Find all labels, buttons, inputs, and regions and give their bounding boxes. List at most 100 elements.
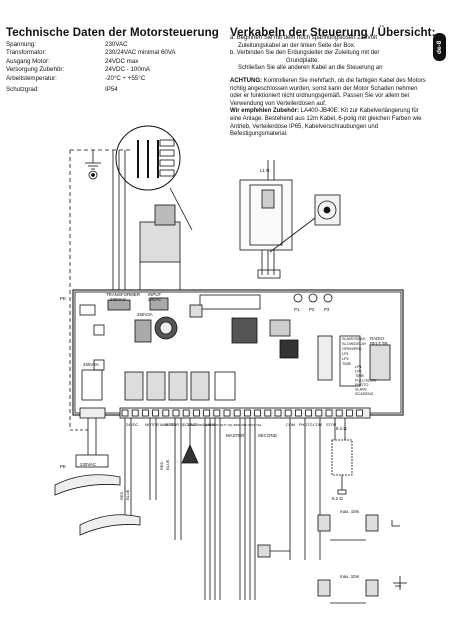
pe-label-2: PE [60, 464, 66, 469]
fuse-label: 250V3A [137, 312, 153, 317]
p1-label: P1 [294, 307, 300, 312]
terminal-screw [213, 409, 221, 417]
spec-value: 24VDC max [105, 57, 139, 65]
switch-label: LP1 [355, 365, 362, 369]
led-label: SLOW/DELAY [342, 342, 367, 346]
master-label: MASTER [226, 433, 244, 438]
terminal-screw [345, 409, 353, 417]
ohm-label: 8.2 Ω [332, 496, 343, 501]
terminal-group-label: 24VDC [126, 423, 138, 427]
terminal-screw [264, 409, 272, 417]
transformer-voltage: 230VAC [110, 297, 126, 302]
switch-label: FULL/SLOW [355, 379, 377, 383]
terminal-group-label: COM [286, 423, 295, 427]
spec-row: Versorgung Zubehör: 24VDC - 100mA [6, 66, 211, 74]
input-voltage: 24VAC [148, 297, 162, 302]
terminal-group-label: 24V/30mA LAMP [187, 423, 216, 427]
terminal-screw [192, 409, 200, 417]
terminal-screw [152, 409, 160, 417]
terminal-screw [243, 409, 251, 417]
terminal-screw [274, 409, 282, 417]
step-b-cont: Grundplatte. [286, 57, 320, 64]
specs-title: Technische Daten der Motorsteuerung [6, 27, 219, 39]
terminal-screw [254, 409, 262, 417]
spec-row: Arbeitstemperatur: -20°C ÷ +55°C [6, 75, 211, 83]
step-b: b. Verbinden Sie den Erdungsleiter der Z… [230, 50, 380, 57]
terminal-screw [315, 409, 323, 417]
terminal-screw [223, 409, 231, 417]
spec-row: Transformator: 230/24VAC minimal 60VA [6, 49, 211, 57]
spec-row: Ausgang Motor: 24VDC max [6, 58, 211, 66]
spec-table: Spannung: 230VAC Transformator: 230/24VAC m… [6, 41, 211, 94]
spec-row: Spannung: 230VAC [6, 41, 211, 49]
terminal-group-label: MOTOR SECOND [165, 423, 197, 427]
led-label: SLAVE/SEAS [342, 337, 366, 341]
led-label: LP1 [342, 352, 349, 356]
switch-label: SCADENZ [355, 392, 374, 396]
fuse-label-2: 250V3A [83, 362, 99, 367]
spec-value: -20°C ÷ +55°C [105, 74, 146, 82]
terminal-screw [182, 409, 190, 417]
terminal-screw [203, 409, 211, 417]
terminal-screw [162, 409, 170, 417]
input-label: INPUT [148, 292, 161, 297]
led-label: TIME [342, 362, 352, 366]
spec-key: Ausgang Motor: [6, 57, 50, 65]
p3-label: P3 [324, 307, 330, 312]
blue-wire-label: BLUE [125, 489, 130, 500]
radio-label: RADIO [370, 336, 384, 341]
pe-label: PE [60, 296, 66, 301]
spec-key: Arbeitstemperatur: [6, 74, 57, 82]
terminal-group-label: BRN GRN WHT YEL BRN GRN WHT YEL [205, 423, 262, 427]
radio-sub-label: BELT TR [370, 341, 388, 346]
spec-key: Transformator: [6, 49, 47, 57]
step-b-note: Schließen Sie alle anderen Kabel an die … [238, 65, 383, 72]
terminal-group-label: MOTOR MASTER [145, 423, 176, 427]
terminal-group-label: STOP [326, 423, 337, 427]
wiring-title: Verkabeln der Steuerung / Übersicht: [230, 27, 436, 39]
spec-key: Schutzgrad: [6, 86, 40, 94]
red-wire-label: RED [119, 491, 124, 500]
terminal-screw [305, 409, 313, 417]
transformer-label: TRANSFORMER [106, 292, 140, 297]
terminal-screw [294, 409, 302, 417]
terminal-screw [141, 409, 149, 417]
ohm-label-2: 8.2 Ω [336, 426, 347, 431]
terminal-group-label: PHOTO [299, 423, 312, 427]
l1n-label: L1 N [260, 168, 269, 173]
terminal-screw [233, 409, 241, 417]
warning: ACHTUNG: Kontrollieren Sie mehrfach, ob … [230, 77, 426, 107]
switch-label: TIME [355, 374, 365, 378]
second-label: SECOND [258, 433, 277, 438]
spec-value: 230VAC [105, 41, 128, 48]
led-label: LP2 [342, 357, 349, 361]
spec-value: 230/24VAC minimal 60VA [105, 49, 176, 57]
terminal-group-label: COM [313, 423, 322, 427]
max-length-label: max. 10m [340, 509, 360, 514]
terminal-screw [284, 409, 292, 417]
step-a: a. Beginnen Sie mit dem noch spannungslo… [230, 35, 378, 41]
switch-label: LP2 [355, 370, 362, 374]
terminal-screw [325, 409, 333, 417]
spec-key: Versorgung Zubehör: [6, 66, 65, 74]
blue-wire-label-2: BLUE [165, 459, 170, 470]
step-a-cont: Zuleitungskabel an der linken Seite der … [238, 42, 356, 49]
spec-value: IP54 [105, 86, 118, 94]
spec-key: Spannung: [6, 41, 36, 48]
max-length-label-2: max. 10m [340, 574, 360, 579]
spec-value: 24VDC - 100mA [105, 66, 151, 74]
red-wire-label-2: RED [159, 461, 164, 470]
led-label: OPEN/PED [342, 347, 362, 351]
terminal-screw [356, 409, 364, 417]
accessory: Wir empfehlen Zubehör: LA400-JB40E: Kit … [230, 108, 422, 138]
terminal-screw [121, 409, 129, 417]
terminal-screw [131, 409, 139, 417]
switch-label: SLAVE [355, 388, 367, 392]
p2-label: P2 [309, 307, 315, 312]
spec-row: Schutzgrad: IP54 [6, 86, 211, 94]
wiring-instructions: a. Beginnen Sie mit dem noch spannungslo… [230, 35, 426, 139]
switch-label: PHOTO [355, 383, 368, 387]
terminal-screw [172, 409, 180, 417]
ac-label: 230VAC [80, 462, 96, 467]
